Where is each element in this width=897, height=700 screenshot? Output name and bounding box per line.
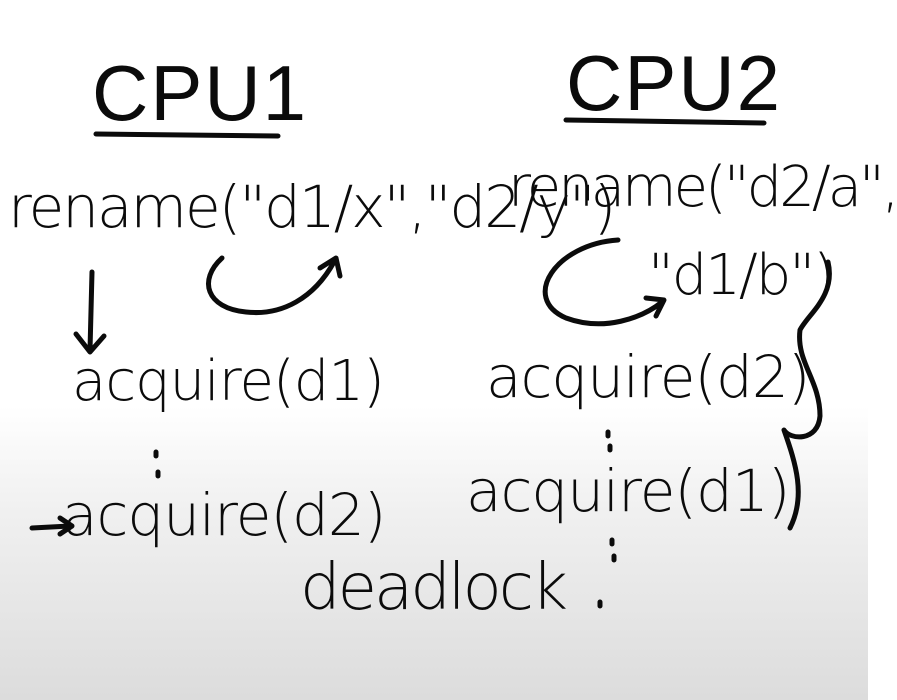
cpu1-down-arrowhead [73,331,107,355]
cpu2-rename-call-line2: "d1/b") [648,243,835,308]
cpu1-pointer-arrowhead [57,515,75,537]
cpu2-swoop-arrowhead [643,295,667,319]
cpu1-acquire-d1: acquire(d1) [72,349,385,414]
cpu2-title-underline [563,117,767,126]
deadlock-label: deadlock [300,551,568,625]
cpu2-swoop-arrow [542,237,665,327]
cpu2-title: CPU2 [566,39,783,127]
cpu2-dots-lower [597,537,617,609]
cpu1-dots [153,449,161,479]
cpu1-rename-call: rename("d1/x","d2/y") [8,173,616,241]
cpu2-acquire-d2: acquire(d2) [486,343,810,411]
cpu2-right-brace [781,259,832,531]
cpu1-swoop-arrowhead [317,255,343,279]
cpu2-acquire-d1: acquire(d1) [466,457,790,525]
cpu1-down-arrow [87,269,95,353]
cpu1-swoop-arrow [206,255,337,316]
cpu1-pointer-arrow [29,523,73,531]
ink-strokes [29,117,832,609]
cpu1-title-underline [93,131,281,139]
cpu1-acquire-d2: acquire(d2) [62,481,386,549]
cpu2-dots-upper [605,429,613,453]
cpu1-title: CPU1 [92,49,309,137]
cpu2-rename-call-line1: rename("d2/a", [508,155,897,220]
